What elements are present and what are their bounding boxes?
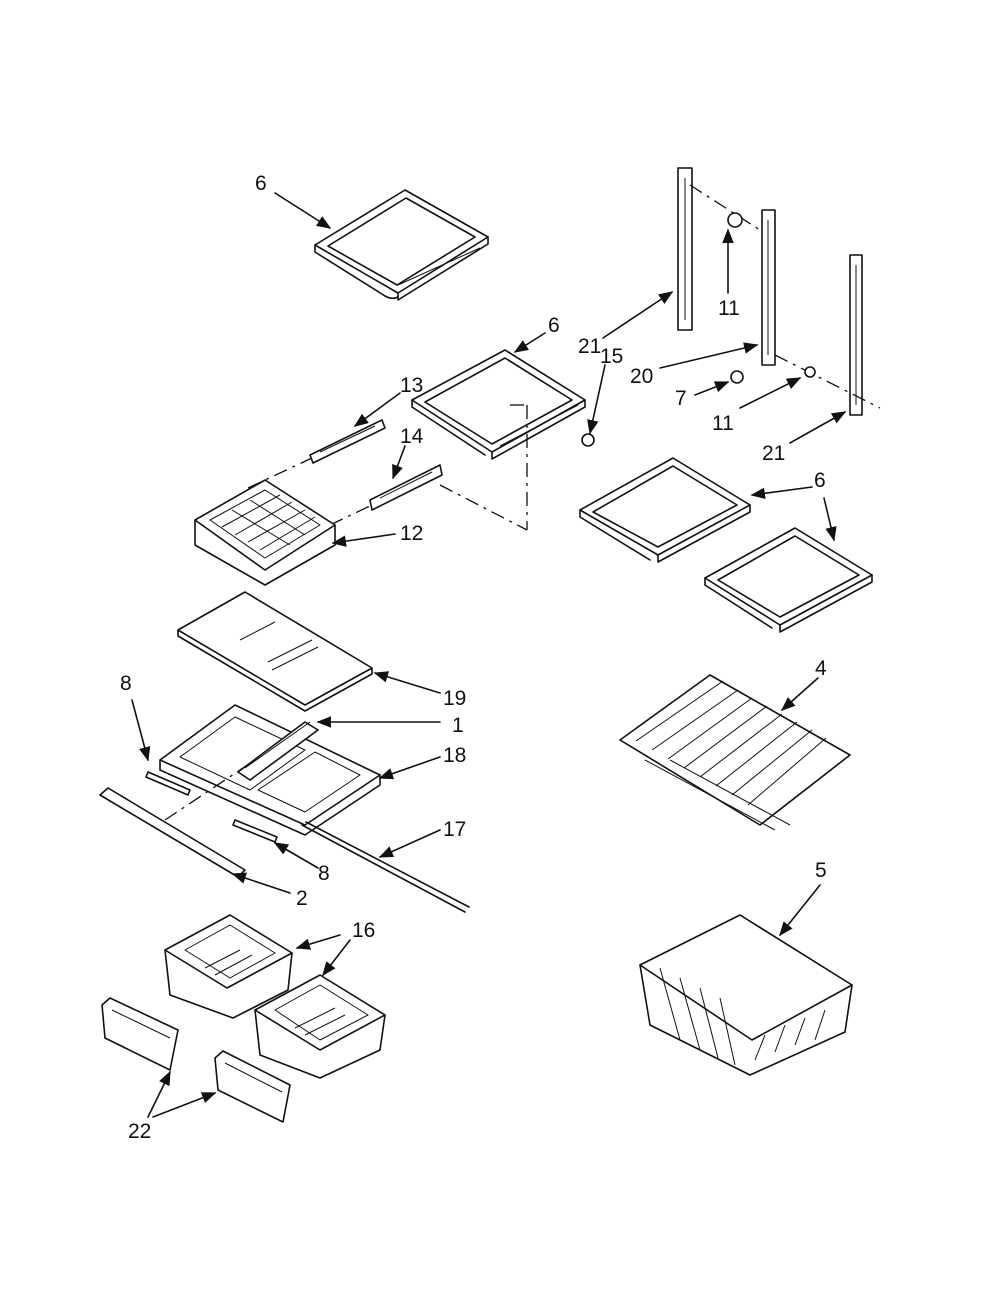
callout-5: 5: [815, 859, 827, 882]
shelf-part-6-right-upper: [579, 457, 751, 563]
leader-6-right-upper: [750, 486, 813, 499]
callout-13: 13: [400, 374, 423, 397]
callout-4: 4: [815, 657, 827, 680]
callout-15: 15: [600, 345, 623, 368]
stud-part-11-top: [727, 212, 743, 228]
callout-21-right: 21: [762, 442, 785, 465]
leader-21-left: [602, 291, 674, 339]
rail-part-20: [761, 209, 776, 366]
callout-14: 14: [400, 425, 424, 448]
callout-11-bottom: 11: [712, 412, 734, 435]
callout-1: 1: [452, 714, 464, 737]
leader-8-right: [273, 842, 319, 869]
leader-8-left: [131, 699, 151, 762]
leader-7: [694, 381, 730, 396]
callout-18: 18: [443, 744, 466, 767]
callout-2: 2: [296, 887, 308, 910]
callout-7: 7: [675, 387, 687, 410]
leader-6-mid: [513, 332, 546, 353]
shelf-part-6-middle: [411, 349, 586, 530]
stud-part-11-bottom: [804, 366, 816, 378]
callout-6-top: 6: [255, 172, 267, 195]
crisper-pan-part-16-left: [164, 914, 293, 1019]
callout-8-right: 8: [318, 862, 330, 885]
leader-18: [378, 756, 441, 780]
stud-part-7: [730, 370, 744, 384]
callout-12: 12: [400, 522, 423, 545]
callout-20: 20: [630, 365, 653, 388]
callout-16: 16: [352, 919, 375, 942]
leader-21-right: [789, 411, 847, 444]
leader-11-bottom: [739, 377, 802, 409]
leader-5: [779, 884, 821, 937]
leader-16-right: [322, 939, 351, 977]
leader-6-right-lower: [823, 497, 837, 542]
assembly-line-12: [329, 504, 373, 526]
crisper-part-12: [194, 479, 336, 586]
leader-4: [780, 677, 819, 711]
callout-11-top: 11: [718, 297, 740, 320]
rail-part-21-right: [849, 254, 863, 416]
cover-part-1: [237, 721, 319, 781]
wire-basket-part-5: [639, 914, 853, 1076]
callout-22: 22: [128, 1120, 151, 1143]
assembly-line-rails-top: [689, 184, 761, 231]
assembly-line-rails-bottom: [774, 354, 881, 409]
leader-19: [373, 671, 441, 694]
stud-part-15: [581, 433, 595, 447]
callout-19: 19: [443, 687, 466, 710]
assembly-line-14: [439, 484, 528, 531]
leader-2: [231, 872, 291, 894]
handle-part-22-left: [101, 997, 179, 1071]
leader-lines: [131, 192, 847, 1118]
leader-14: [392, 445, 406, 480]
slide-part-8-left: [145, 771, 191, 796]
leader-22-left: [147, 1070, 171, 1118]
assembly-line-18: [164, 759, 256, 821]
leader-15: [587, 364, 606, 435]
leader-13: [353, 392, 401, 427]
callout-17: 17: [443, 818, 466, 841]
shelf-part-6-right-lower: [704, 527, 873, 633]
rail-part-13: [309, 419, 386, 464]
rail-part-14: [369, 464, 443, 511]
crisper-pan-part-16-right: [254, 974, 386, 1079]
leader-17: [378, 829, 441, 858]
callout-6-right: 6: [814, 469, 826, 492]
callout-labels: 6 6 13 14 15 12 21 11 20 7 11 21 6 19 8 …: [120, 172, 827, 1143]
callout-8-left: 8: [120, 672, 132, 695]
wire-basket-part-4: [619, 674, 851, 831]
leader-16-left: [295, 934, 341, 950]
callout-21-left: 21: [578, 335, 601, 358]
slide-part-8-right: [232, 819, 278, 843]
handle-part-22-right: [214, 1050, 291, 1123]
leader-6-top: [274, 192, 332, 229]
rail-part-21-left: [677, 167, 693, 331]
leader-22-right: [152, 1092, 217, 1118]
trim-part-17: [301, 821, 470, 913]
shelf-part-6-top: [314, 189, 489, 301]
leader-12: [331, 533, 396, 547]
leader-20: [659, 342, 759, 369]
callout-6-mid: 6: [548, 314, 560, 337]
glass-shelf-part-19: [177, 591, 373, 712]
frame-part-18: [159, 704, 381, 836]
front-trim-part-2: [99, 787, 246, 878]
